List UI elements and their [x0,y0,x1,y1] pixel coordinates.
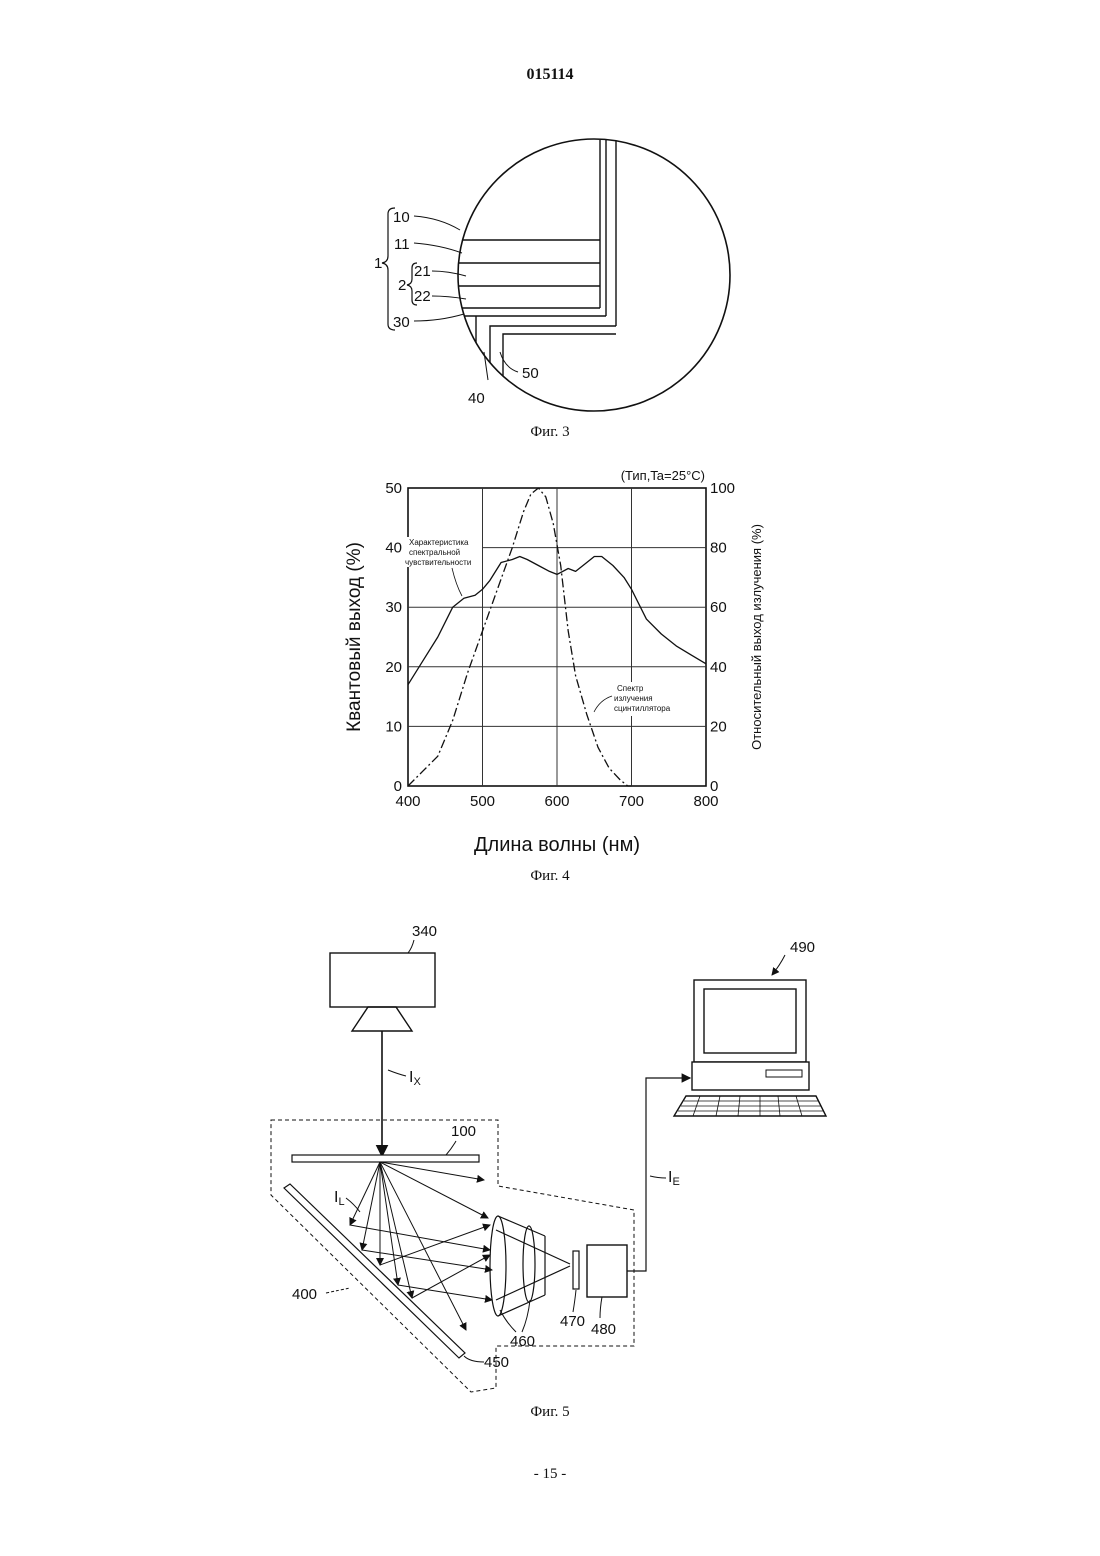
annotation-sensitivity-line-2: спектральной [409,548,460,557]
chart-xlabel: Длина волны (нм) [474,834,640,856]
chart-title: (Тип,Ta=25°C) [621,468,705,483]
series-sensitivity-line [408,557,706,685]
chart-y2label: Относительный выход излучения (%) [749,524,764,750]
y-tick-label: 20 [385,659,402,676]
label-340: 340 [412,923,437,940]
annotation-spectrum-line-2: излучения [614,694,653,703]
figure-4-caption: Фиг. 4 [0,868,1100,885]
figure-5-caption: Фиг. 5 [0,1404,1100,1421]
plot-frame [408,488,706,786]
y2-tick-label: 0 [710,778,718,795]
y2-tick-label: 100 [710,480,735,497]
x-tick-label: 700 [619,793,644,810]
computer [674,980,826,1116]
page-number: - 15 - [0,1466,1100,1483]
label-400: 400 [292,1286,317,1303]
xray-source [330,953,435,1031]
scintillator-plate [292,1155,479,1162]
label-100: 100 [451,1123,476,1140]
annotation-spectrum-line-3: сцинтиллятора [614,704,671,713]
mirror [284,1184,465,1358]
detector [587,1245,627,1297]
label-40: 40 [468,390,485,407]
y-tick-label: 30 [385,599,402,616]
series-scintillator-spectrum-line [408,488,632,786]
light-rays [350,1162,492,1330]
label-30: 30 [393,314,410,331]
x-tick-label: 400 [395,793,420,810]
document-number: 015114 [0,66,1100,84]
annotation-sensitivity-line-1: Характеристика [409,538,469,547]
chart-grid [408,488,706,786]
y2-tick-label: 60 [710,599,727,616]
label-ix: IX [409,1069,421,1088]
label-50: 50 [522,365,539,382]
label-2: 2 [398,277,406,294]
y-tick-label: 40 [385,540,402,557]
chart-ticks: 40050060070080001020304050020406080100 [385,480,735,810]
y2-tick-label: 40 [710,659,727,676]
label-22: 22 [414,288,431,305]
filter [573,1251,579,1289]
label-21: 21 [414,263,431,280]
y-tick-label: 50 [385,480,402,497]
chart-series [408,488,706,786]
label-480: 480 [591,1321,616,1338]
label-ie: IE [668,1169,680,1188]
figure-3-caption: Фиг. 3 [0,424,1100,441]
chart-ylabel: Квантовый выход (%) [344,542,365,732]
y2-tick-label: 20 [710,718,727,735]
annotation-sensitivity: Характеристика спектральной чувствительн… [405,537,482,596]
label-11: 11 [394,236,410,253]
y-tick-label: 0 [394,778,402,795]
magnified-circle [458,139,730,411]
label-il: IL [334,1189,345,1208]
label-1: 1 [374,255,382,272]
x-tick-label: 500 [470,793,495,810]
annotation-spectrum-line-1: Спектр [617,684,644,693]
label-450: 450 [484,1354,509,1371]
y-tick-label: 10 [385,718,402,735]
layer-stack [440,140,616,430]
y2-tick-label: 80 [710,540,727,557]
label-470: 470 [560,1313,585,1330]
dashed-enclosure [271,1120,634,1392]
x-tick-label: 600 [544,793,569,810]
label-460: 460 [510,1333,535,1350]
lens-group [490,1216,570,1316]
label-10: 10 [393,209,410,226]
annotation-sensitivity-line-3: чувствительности [405,558,471,567]
label-490: 490 [790,939,815,956]
annotation-spectrum: Спектр излучения сцинтиллятора [594,682,690,716]
x-tick-label: 800 [693,793,718,810]
